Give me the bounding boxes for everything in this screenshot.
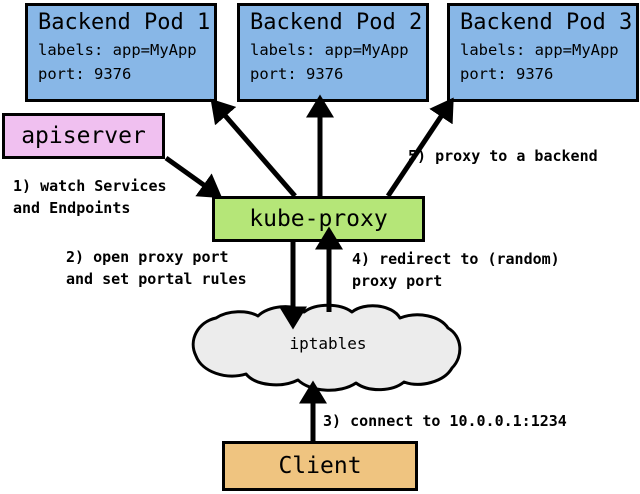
- arrow-kubeproxy-to-pod1: [210, 98, 297, 198]
- iptables-label: iptables: [289, 334, 367, 353]
- backend-pod-1-node: Backend Pod 1 labels: app=MyApp port: 93…: [25, 3, 217, 102]
- apiserver-node: apiserver: [2, 113, 165, 159]
- backend-pod-3-port: port: 9376: [460, 65, 554, 83]
- backend-pod-3-title: Backend Pod 3: [460, 10, 633, 35]
- backend-pod-2-port: port: 9376: [250, 65, 344, 83]
- apiserver-label: apiserver: [21, 123, 146, 149]
- backend-pod-2-labels: labels: app=MyApp: [250, 41, 409, 59]
- client-node: Client: [222, 441, 418, 491]
- backend-pod-3-node: Backend Pod 3 labels: app=MyApp port: 93…: [447, 3, 639, 102]
- step-5-label: 5) proxy to a backend: [408, 147, 598, 165]
- backend-pod-2-title: Backend Pod 2: [250, 10, 423, 35]
- kube-proxy-node: kube-proxy: [212, 196, 425, 242]
- step-2-label: 2) open proxy port and set portal rules: [66, 248, 247, 288]
- backend-pod-1-port: port: 9376: [38, 65, 132, 83]
- client-label: Client: [278, 453, 362, 479]
- backend-pod-1-labels: labels: app=MyApp: [38, 41, 197, 59]
- backend-pod-3-labels: labels: app=MyApp: [460, 41, 619, 59]
- kube-proxy-label: kube-proxy: [249, 206, 388, 232]
- backend-pod-2-node: Backend Pod 2 labels: app=MyApp port: 93…: [237, 3, 429, 102]
- step-4-label: 4) redirect to (random) proxy port: [352, 250, 560, 290]
- arrow-apiserver-to-kubeproxy: [164, 155, 223, 199]
- step-3-label: 3) connect to 10.0.0.1:1234: [323, 412, 567, 430]
- step-1-label: 1) watch Services and Endpoints: [13, 177, 167, 217]
- backend-pod-1-title: Backend Pod 1: [38, 10, 211, 35]
